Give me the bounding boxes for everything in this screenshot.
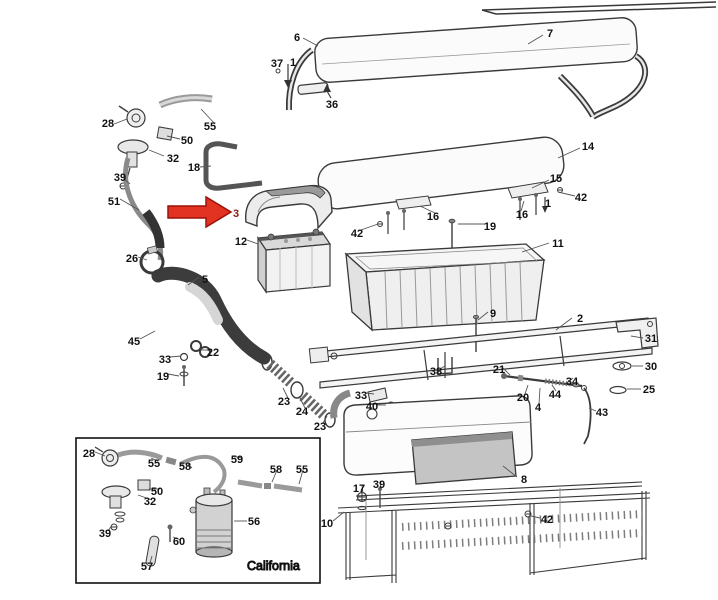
part-label-24: 24 bbox=[296, 406, 309, 418]
leader-lines bbox=[94, 34, 644, 564]
part-label-37: 37 bbox=[271, 58, 283, 70]
part-label-19: 19 bbox=[484, 221, 496, 233]
part-label-55: 55 bbox=[296, 464, 308, 476]
lower-frame bbox=[337, 481, 651, 583]
hose-assembly bbox=[139, 245, 352, 428]
part-label-5: 5 bbox=[202, 274, 208, 286]
part-label-33: 33 bbox=[159, 354, 171, 366]
battery-tray bbox=[344, 243, 546, 352]
part-label-3: 3 bbox=[233, 208, 239, 220]
part-label-30: 30 bbox=[645, 361, 657, 373]
part-label-7: 7 bbox=[547, 28, 553, 40]
part-label-14: 14 bbox=[582, 141, 595, 153]
fuel-pump-assembly bbox=[117, 94, 263, 261]
california-caption: California bbox=[247, 559, 300, 573]
part-label-55: 55 bbox=[204, 121, 216, 133]
seat-cushion-assembly bbox=[317, 136, 565, 252]
highlight-arrow bbox=[167, 195, 233, 229]
part-label-55: 55 bbox=[148, 458, 160, 470]
part-label-32: 32 bbox=[167, 153, 179, 165]
part-label-6: 6 bbox=[294, 32, 300, 44]
part-label-25: 25 bbox=[643, 384, 655, 396]
part-label-1: 1 bbox=[290, 57, 296, 69]
part-label-17: 17 bbox=[353, 483, 365, 495]
part-label-60: 60 bbox=[173, 536, 185, 548]
part3-cover bbox=[245, 184, 333, 230]
part-label-32: 32 bbox=[144, 496, 156, 508]
part-label-39: 39 bbox=[99, 528, 111, 540]
part-label-44: 44 bbox=[549, 389, 562, 401]
part-label-39: 39 bbox=[114, 172, 126, 184]
part-label-23: 23 bbox=[278, 396, 290, 408]
part-label-22: 22 bbox=[207, 347, 219, 359]
part-label-56: 56 bbox=[248, 516, 260, 528]
part-label-42: 42 bbox=[575, 192, 587, 204]
part-label-1: 1 bbox=[545, 198, 551, 210]
part-label-42: 42 bbox=[351, 228, 363, 240]
part-label-33: 33 bbox=[355, 390, 367, 402]
part-label-28: 28 bbox=[102, 118, 114, 130]
part-label-21: 21 bbox=[493, 364, 505, 376]
part-label-18: 18 bbox=[188, 162, 200, 174]
part-label-42: 42 bbox=[541, 514, 553, 526]
main-frame bbox=[308, 317, 659, 445]
part-label-51: 51 bbox=[108, 196, 120, 208]
part-label-57: 57 bbox=[141, 561, 153, 573]
part-label-20: 20 bbox=[517, 392, 529, 404]
part-label-34: 34 bbox=[566, 376, 579, 388]
part-label-58: 58 bbox=[270, 464, 282, 476]
top-edge-part bbox=[481, 1, 717, 15]
part-label-58: 58 bbox=[179, 461, 191, 473]
part-label-28: 28 bbox=[83, 448, 95, 460]
california-inset: California bbox=[75, 437, 321, 584]
part-label-59: 59 bbox=[231, 454, 243, 466]
part-label-38: 38 bbox=[430, 366, 442, 378]
fuel-tank bbox=[343, 395, 533, 485]
part-label-12: 12 bbox=[235, 236, 247, 248]
seat-back-assembly bbox=[275, 17, 649, 120]
part-label-4: 4 bbox=[535, 402, 542, 414]
part-label-2: 2 bbox=[577, 313, 583, 325]
part-label-43: 43 bbox=[596, 407, 608, 419]
part-label-19: 19 bbox=[157, 371, 169, 383]
part-label-10: 10 bbox=[321, 518, 333, 530]
part-label-23: 23 bbox=[314, 421, 326, 433]
part-label-45: 45 bbox=[128, 336, 140, 348]
part-label-16: 16 bbox=[427, 211, 439, 223]
part-label-50: 50 bbox=[181, 135, 193, 147]
part-label-16: 16 bbox=[516, 209, 528, 221]
part-label-26: 26 bbox=[126, 253, 138, 265]
part-label-36: 36 bbox=[326, 99, 338, 111]
part-label-50: 50 bbox=[151, 486, 163, 498]
part-label-40: 40 bbox=[366, 401, 378, 413]
part-label-9: 9 bbox=[490, 308, 496, 320]
battery bbox=[256, 228, 332, 294]
part-label-31: 31 bbox=[645, 333, 657, 345]
red-arrow-shape bbox=[167, 195, 233, 229]
part-label-39: 39 bbox=[373, 479, 385, 491]
part-label-15: 15 bbox=[550, 173, 562, 185]
part-label-8: 8 bbox=[521, 474, 527, 486]
part-label-11: 11 bbox=[552, 238, 564, 250]
